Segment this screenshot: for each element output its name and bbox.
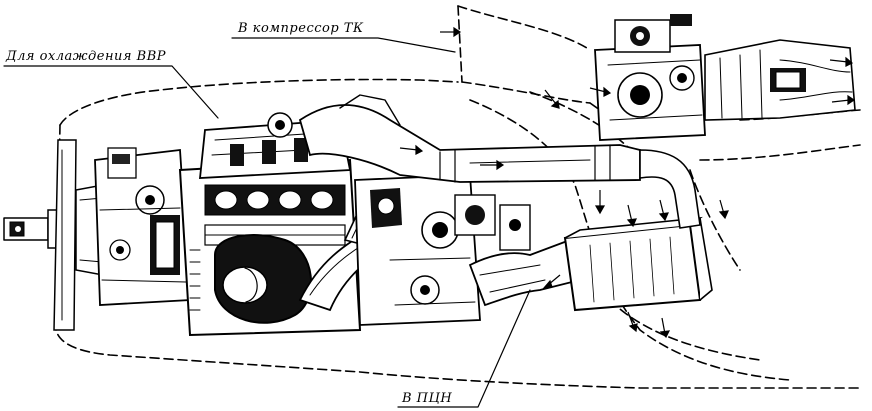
- flow-arrow: [440, 26, 462, 38]
- compressor-leader: [231, 37, 456, 53]
- flow-arrow: [829, 56, 854, 67]
- callout-leaders: [3, 37, 531, 408]
- flow-arrow: [626, 204, 637, 228]
- flow-arrow: [544, 89, 560, 109]
- flow-arrow: [718, 199, 729, 220]
- cooling-leader: [3, 65, 219, 119]
- flow-arrow: [831, 94, 856, 106]
- flow-arrow: [659, 317, 671, 339]
- reduction-gearbox: [94, 147, 191, 306]
- flow-arrow: [399, 144, 424, 155]
- flow-arrows: [399, 26, 856, 339]
- flow-arrow: [480, 159, 505, 171]
- flow-arrow: [589, 86, 612, 97]
- pcn-leader: [397, 289, 531, 408]
- turbocharger: [594, 14, 856, 141]
- cylinder-ports: [214, 190, 334, 210]
- label-cooling: Для охлаждения ВВР: [5, 49, 166, 64]
- valve-cover-details: [230, 112, 308, 166]
- flow-arrow: [594, 190, 606, 215]
- flow-arrow: [542, 274, 561, 289]
- label-pcn: В ПЦН: [401, 391, 452, 406]
- flow-arrow: [627, 311, 638, 333]
- label-compressor: В компрессор ТК: [237, 21, 364, 36]
- flow-arrow: [658, 199, 669, 222]
- radiator-assembly: [468, 149, 713, 312]
- supercharger-unit: [354, 174, 531, 326]
